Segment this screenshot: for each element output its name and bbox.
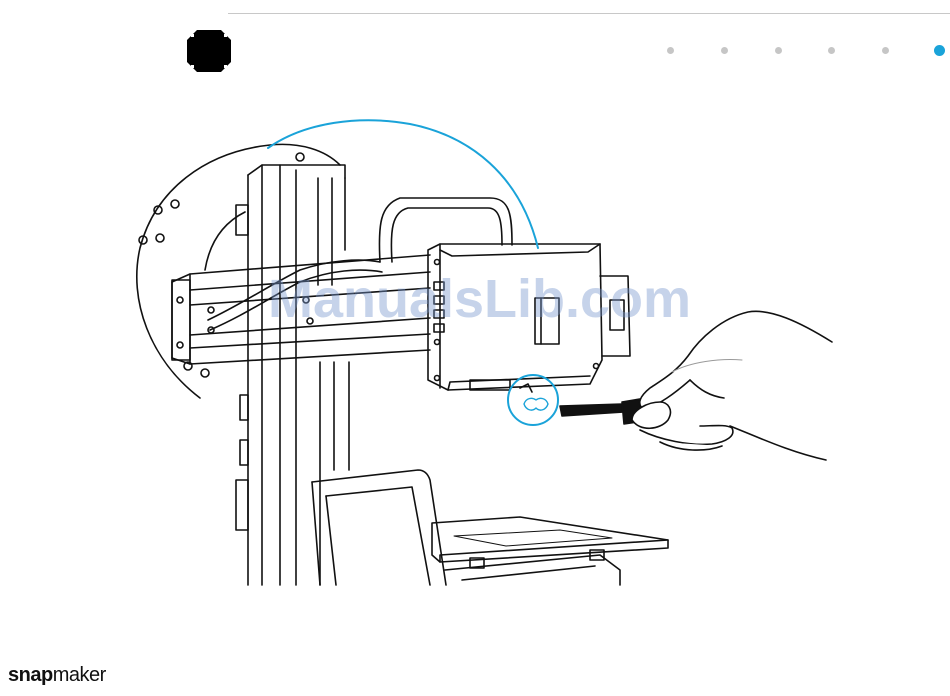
brand-logo-part1: snap: [8, 664, 53, 686]
hand-icon: [632, 311, 832, 460]
zoom-connector-arc: [268, 120, 538, 248]
watermark-text: ManualsLib.com: [268, 268, 691, 330]
heated-bed-icon: [432, 517, 668, 585]
brand-logo: snapmaker: [8, 664, 106, 687]
nozzle-zoom-icon: [508, 375, 558, 425]
printer-frame-icon: [236, 165, 349, 585]
brand-logo-part2: maker: [53, 664, 106, 686]
touchscreen-icon: [312, 470, 446, 585]
